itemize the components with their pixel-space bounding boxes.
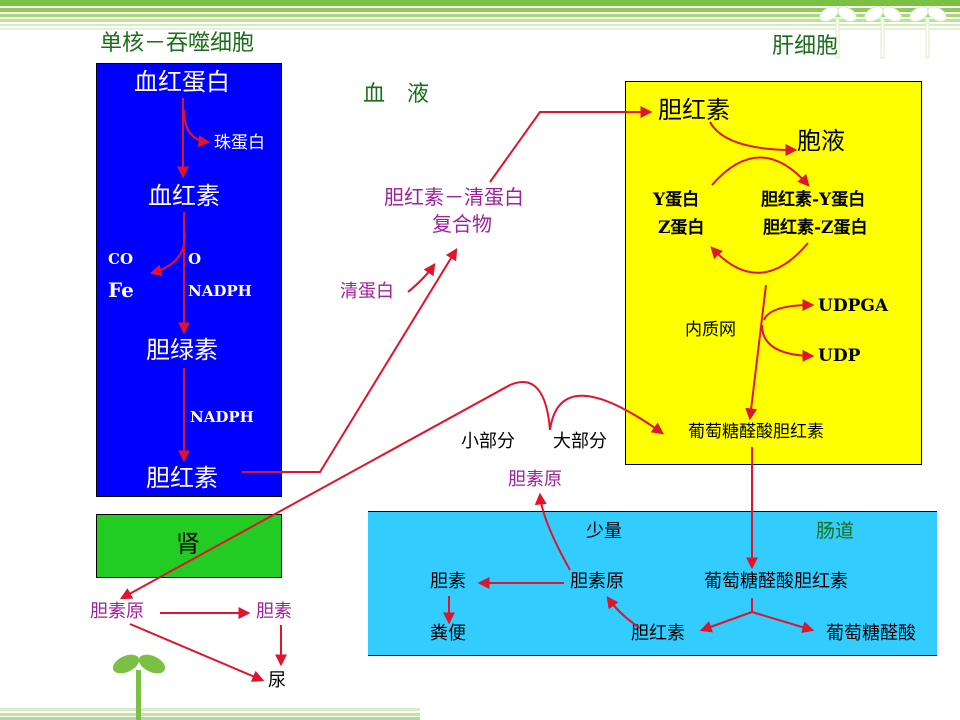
large-part-label: 大部分 bbox=[553, 431, 607, 452]
liver-bilirubin-label: 胆红素 bbox=[658, 96, 730, 124]
intestine-urobilinogen-label: 胆素原 bbox=[570, 571, 624, 592]
complex-label-line2: 复合物 bbox=[432, 212, 492, 236]
intestine-urobilin-label: 胆素 bbox=[430, 571, 466, 592]
header-band bbox=[0, 0, 960, 60]
globin-label: 珠蛋白 bbox=[214, 133, 265, 153]
biliverdin-label: 胆绿素 bbox=[146, 336, 218, 364]
liver-cell-heading: 肝细胞 bbox=[772, 34, 839, 59]
er-label: 内质网 bbox=[685, 320, 736, 340]
small-part-label: 小部分 bbox=[461, 431, 515, 452]
feces-label: 粪便 bbox=[430, 623, 466, 644]
kidney-label: 肾 bbox=[176, 530, 200, 558]
macrophage-heading: 单核－吞噬细胞 bbox=[100, 31, 255, 56]
blood-urobilinogen-label: 胆素原 bbox=[508, 469, 562, 490]
bilirubin-y-label: 胆红素-Y蛋白 bbox=[761, 190, 866, 210]
liver-glucuronide-label: 葡萄糖醛酸胆红素 bbox=[688, 422, 824, 442]
blood-heading: 血 液 bbox=[363, 82, 430, 107]
liver-box bbox=[625, 81, 922, 465]
bottom-sprout-icon bbox=[0, 654, 420, 720]
sprouts-icon bbox=[819, 6, 947, 59]
complex-label-line1: 胆红素－清蛋白 bbox=[384, 185, 524, 209]
small-amount-label: 少量 bbox=[586, 521, 622, 542]
bilirubin-z-label: 胆红素-Z蛋白 bbox=[763, 218, 868, 238]
bilirubin-macrophage-label: 胆红素 bbox=[146, 464, 218, 492]
heme-label: 血红素 bbox=[148, 182, 220, 210]
arrow-albumin bbox=[407, 263, 436, 293]
cytosol-label: 胞液 bbox=[797, 127, 845, 155]
kidney-urobilinogen-label: 胆素原 bbox=[90, 601, 144, 622]
hemoglobin-label: 血红蛋白 bbox=[134, 68, 230, 96]
albumin-label: 清蛋白 bbox=[340, 281, 394, 302]
intestine-bilirubin-label: 胆红素 bbox=[631, 623, 685, 644]
header-band-graphic bbox=[0, 0, 960, 30]
udp-label: UDP bbox=[818, 346, 861, 366]
co-label: CO bbox=[108, 250, 134, 268]
intestine-glucuronide-label: 葡萄糖醛酸胆红素 bbox=[704, 571, 848, 592]
udpga-label: UDPGA bbox=[818, 296, 889, 316]
y-protein-label: Y蛋白 bbox=[653, 190, 700, 210]
nadph-label-1: NADPH bbox=[188, 282, 252, 300]
kidney-urobilin-label: 胆素 bbox=[256, 601, 292, 622]
glucuronic-acid-label: 葡萄糖醛酸 bbox=[826, 623, 916, 644]
intestine-label: 肠道 bbox=[816, 520, 855, 542]
oxygen-label: O bbox=[188, 250, 202, 268]
z-protein-label: Z蛋白 bbox=[658, 218, 705, 238]
nadph-label-2: NADPH bbox=[190, 408, 254, 426]
fe-label: Fe bbox=[108, 278, 134, 302]
urine-label: 尿 bbox=[268, 670, 286, 691]
